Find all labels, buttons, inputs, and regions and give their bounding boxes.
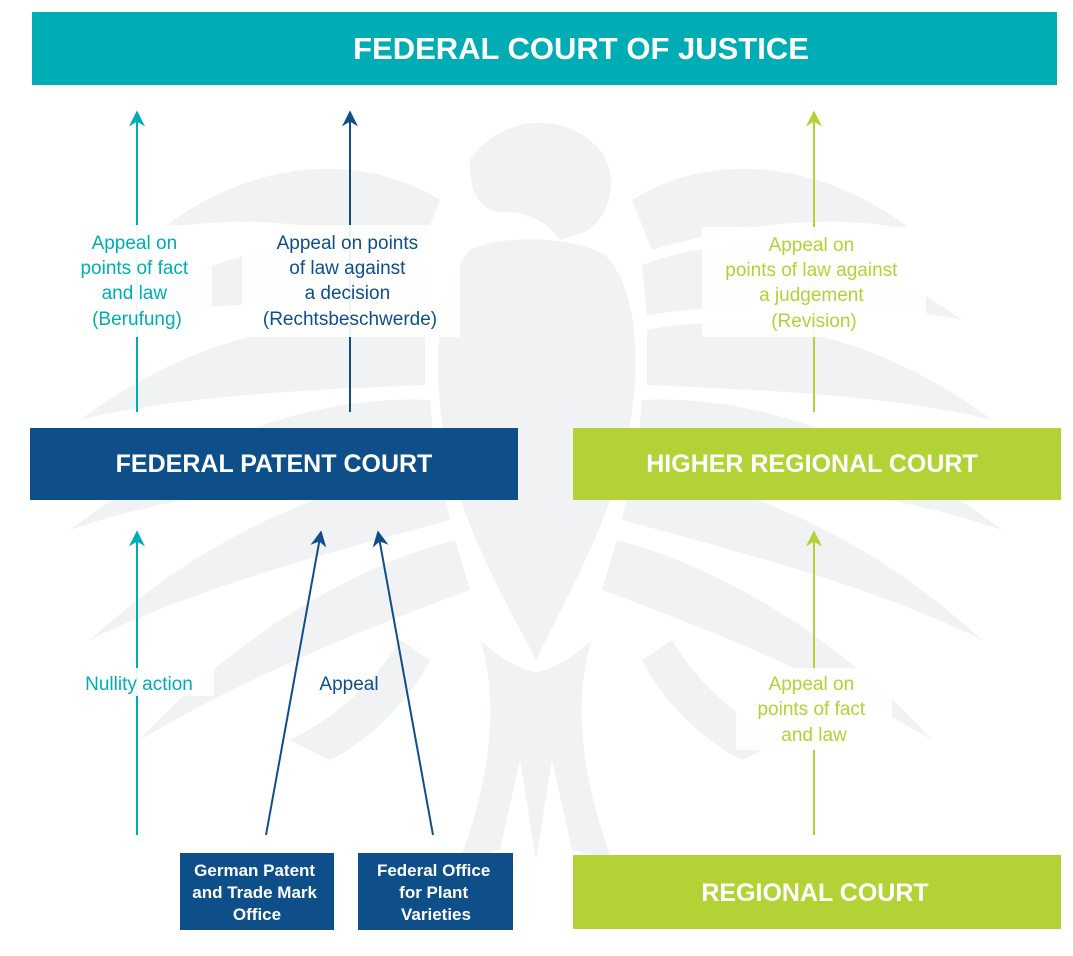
plant-varieties-office-box	[358, 853, 513, 930]
nullity-action-label: Nullity action	[85, 674, 193, 695]
plant-office-appeal-arrow	[372, 530, 434, 836]
regional-appeal-label: Appeal on points of fact and law	[757, 674, 870, 746]
plant-varieties-office-label: Federal Office for Plant Varieties	[377, 861, 495, 924]
german-patent-office-label: German Patent and Trade Mark Office	[192, 861, 321, 924]
regional-court-label: REGIONAL COURT	[701, 879, 928, 907]
patent-office-appeal-arrow	[265, 530, 327, 836]
berufung-label: Appeal on points of fact and law (Berufu…	[80, 233, 193, 330]
federal-court-of-justice-label: FEDERAL COURT OF JUSTICE	[353, 31, 809, 66]
federal-patent-court-box	[30, 428, 518, 500]
revision-label: Appeal on points of law against a judgem…	[725, 235, 902, 332]
regional-court-box	[573, 855, 1061, 929]
german-patent-office-box	[180, 853, 334, 930]
higher-regional-court-label: HIGHER REGIONAL COURT	[646, 450, 978, 478]
federal-patent-court-label: FEDERAL PATENT COURT	[116, 450, 433, 478]
federal-court-of-justice-box	[32, 12, 1057, 85]
appeal-label: Appeal	[319, 674, 378, 695]
rechtsbeschwerde-label: Appeal on points of law against a decisi…	[263, 233, 437, 330]
higher-regional-court-box	[573, 428, 1061, 500]
